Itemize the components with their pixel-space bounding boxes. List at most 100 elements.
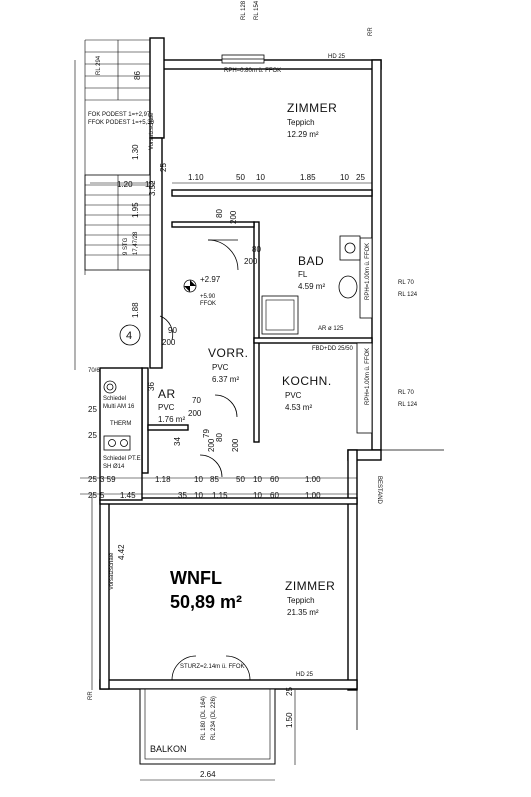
room-floor-kochn: PVC <box>285 391 302 400</box>
dim-90: 90 <box>168 326 177 335</box>
label-rph-right-b: RPH=1.00m ü. FFOK <box>365 348 371 405</box>
wall-zimmer-bottom-top <box>99 497 358 505</box>
dim-442: 4.42 <box>117 544 126 560</box>
room-area-ar: 1.76 m² <box>158 415 185 424</box>
dim-130: 1.30 <box>131 144 140 160</box>
room-area-zimmer-bottom: 21.35 m² <box>287 608 319 617</box>
dim-195: 1.95 <box>131 202 140 218</box>
door-swing-ar <box>214 394 238 418</box>
room-area-kochn: 4.53 m² <box>285 403 312 412</box>
dim-200b: 200 <box>244 257 258 266</box>
dim-36: 36 <box>147 382 156 391</box>
wall-bottom <box>99 679 358 690</box>
dim-row2-115: 1.15 <box>212 491 228 500</box>
label-rl-r1-a: RL 70 <box>398 280 414 286</box>
wall-bad-left <box>253 221 260 443</box>
dim-86: 86 <box>133 71 142 80</box>
dim-80a: 80 <box>215 209 224 218</box>
dim-row1-85: 85 <box>210 475 219 484</box>
label-fok-podest-a: FOK PODEST 1=+2,97 <box>88 112 151 118</box>
wall-right-upper <box>371 59 382 451</box>
label-rl-balk-b: RL 234 (DL 226) <box>211 696 217 740</box>
label-rl-top-a: RL 128 <box>241 0 247 20</box>
dim-150: 1.50 <box>285 712 294 728</box>
label-level: +2.97 <box>200 275 221 284</box>
dim-row2-10: 10 <box>194 491 203 500</box>
bathtub-icon <box>261 295 299 335</box>
dim-row1-50: 50 <box>236 475 245 484</box>
boiler-icon <box>103 380 131 451</box>
wnfl-value: 50,89 m² <box>170 592 242 612</box>
label-hd-top: HD 25 <box>328 54 346 60</box>
dim-row2-100: 1.00 <box>305 491 321 500</box>
room-area-vorr: 6.37 m² <box>212 375 239 384</box>
label-rl-r2-a: RL 70 <box>398 390 414 396</box>
room-name-zimmer-top: ZIMMER <box>287 101 337 115</box>
dim-left-25: 25 <box>88 405 97 414</box>
dim-120: 1.20 <box>117 180 133 189</box>
room-floor-zimmer-bottom: Teppich <box>287 596 315 605</box>
room-name-zimmer-bottom: ZIMMER <box>285 579 335 593</box>
dim-200f: 200 <box>231 438 240 452</box>
label-schiedel-c: Schiedel <box>103 456 126 462</box>
dim-80c: 80 <box>215 433 224 442</box>
dim-row1-25: 25 <box>88 475 97 484</box>
dim-row1-60: 60 <box>270 475 279 484</box>
dim-70: 70 <box>192 396 201 405</box>
dim-185: 1.85 <box>300 173 316 182</box>
room-name-ar: AR <box>158 387 176 401</box>
label-therm: THERM <box>110 421 131 427</box>
dim-25a: 25 <box>356 173 365 182</box>
dim-row1-10: 10 <box>194 475 203 484</box>
dim-200d: 200 <box>188 409 202 418</box>
label-sturz: STURZ=2.14m ü. FFOK <box>180 664 245 670</box>
dim-200e: 200 <box>207 438 216 452</box>
label-level-ffok: FFOK <box>200 301 216 307</box>
wall-bad-bottom <box>253 337 373 344</box>
dim-110: 1.10 <box>188 173 204 182</box>
balkon-outline <box>139 688 276 765</box>
dim-25b: 25 <box>159 163 168 172</box>
dim-row2-145: 1.45 <box>120 491 136 500</box>
wnfl-label: WNFL <box>170 568 222 588</box>
room-floor-bad: FL <box>298 270 308 279</box>
label-schiedel-b: Multi AM 16 <box>103 404 135 410</box>
label-stg: 9 STG <box>123 237 129 255</box>
staircase <box>84 39 151 275</box>
dim-row1-100: 1.00 <box>305 475 321 484</box>
label-vorsatzschale-a: Vorsatzschale <box>149 112 155 150</box>
label-rr-bottom: RR <box>88 691 94 700</box>
label-ar-vent: AR ø 125 <box>318 326 344 332</box>
label-rl-top-b: RL 154 <box>254 0 260 20</box>
room-name-bad: BAD <box>298 254 324 268</box>
door-swing-corridor <box>207 239 239 271</box>
dim-left-25b: 25 <box>88 431 97 440</box>
level-marker-icon <box>183 279 197 293</box>
riser-kochn <box>356 342 373 434</box>
label-stg-dim: 17,47/28 <box>133 231 139 255</box>
dim-79: 79 <box>202 429 211 438</box>
room-name-kochn: KOCHN. <box>282 374 332 388</box>
label-fbd: FBD+DD 25/50 <box>312 346 354 352</box>
dim-200c: 200 <box>162 338 176 347</box>
label-bestand: BESTAND <box>376 476 382 505</box>
label-hd-bottom: HD 25 <box>296 672 314 678</box>
label-level-sub: +5.90 <box>200 294 216 300</box>
dim-188: 1.88 <box>131 302 140 318</box>
door-balkon-right <box>225 655 251 681</box>
label-rl-r2-b: RL 124 <box>398 402 418 408</box>
wall-zimmer-top-bottom <box>171 189 373 197</box>
dim-34: 34 <box>173 437 182 446</box>
dim-row2-10b: 10 <box>253 491 262 500</box>
wall-right-lower <box>347 449 358 691</box>
label-rph-right-a: RPH=1.00m ü. FFOK <box>365 243 371 300</box>
wall-ar-bottom <box>147 424 189 431</box>
label-stair-number: 4 <box>126 330 132 342</box>
room-floor-zimmer-top: Teppich <box>287 118 315 127</box>
dim-200a: 200 <box>229 210 238 224</box>
dim-10a: 10 <box>256 173 265 182</box>
dim-352: 3.52 <box>148 180 157 196</box>
dim-v25: 25 <box>285 687 294 696</box>
dim-50: 50 <box>236 173 245 182</box>
